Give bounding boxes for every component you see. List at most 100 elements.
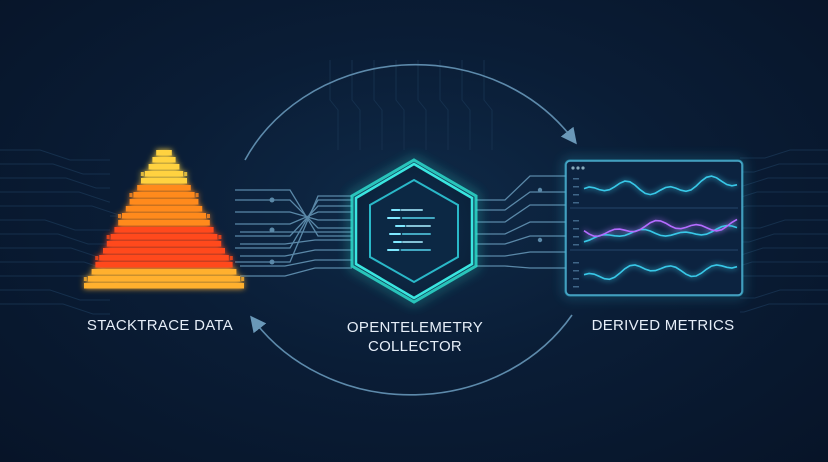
bg-trace [329, 60, 339, 150]
hexagon-inner [369, 178, 459, 284]
stacktrace-data-label: STACKTRACE DATA [86, 317, 234, 334]
dashboard-frame [565, 160, 743, 296]
flame-row [148, 164, 180, 170]
bg-trace [373, 60, 383, 150]
sparkline [583, 218, 738, 238]
connector-left [240, 249, 352, 257]
panel-axis-ticks [573, 178, 579, 288]
axis-tick [573, 220, 579, 222]
axis-tick [573, 228, 579, 230]
bg-trace [483, 60, 493, 150]
axis-tick [573, 262, 579, 264]
flame-row [91, 269, 237, 275]
code-lines [387, 209, 435, 251]
cycle-arrow-bottom [250, 314, 573, 396]
connector-right [476, 251, 566, 257]
bg-trace [0, 289, 110, 301]
axis-tick [573, 270, 579, 272]
window-dot-3 [581, 166, 585, 170]
flame-row [141, 178, 187, 184]
flame-step [118, 214, 121, 218]
flame-step [207, 214, 210, 218]
cycle-arrow-icon [244, 63, 577, 396]
flame-step [184, 172, 188, 176]
bg-trace [740, 303, 828, 313]
flame-step [241, 277, 245, 281]
connector-left [235, 199, 352, 229]
flame-step [106, 235, 110, 239]
bg-trace [417, 60, 427, 150]
bg-trace [740, 177, 828, 187]
bg-trace [0, 219, 110, 231]
flame-step [229, 256, 233, 260]
window-dot-2 [576, 166, 580, 170]
bg-trace [0, 233, 110, 245]
flame-row [106, 241, 222, 247]
flame-step [195, 193, 199, 197]
bg-trace [461, 60, 471, 150]
bg-trace [737, 247, 828, 257]
collector-label-line1: OPENTELEMETRY [346, 319, 484, 336]
flame-step [83, 277, 87, 281]
hexagon-outer-glow [350, 158, 478, 304]
derived-metrics-label: DERIVED METRICS [591, 317, 735, 334]
flame-row [110, 234, 218, 240]
bg-trace [740, 149, 828, 159]
flame-row [99, 255, 229, 261]
bg-trace [439, 60, 449, 150]
flame-row [125, 206, 203, 212]
metrics-dashboard-icon [564, 159, 744, 297]
flame-row [84, 283, 244, 289]
flame-row [156, 150, 172, 156]
connector-left [235, 199, 352, 249]
connector-left [235, 189, 352, 237]
hexagon-collector-icon [350, 158, 478, 304]
connector-right [476, 265, 566, 269]
sparkline [583, 175, 738, 196]
sparkline [583, 264, 738, 281]
axis-tick [573, 186, 579, 188]
connector-left [240, 259, 352, 267]
flame-row [103, 248, 225, 254]
axis-tick [573, 244, 579, 246]
bg-trace [0, 191, 110, 203]
window-dot-1 [571, 166, 575, 170]
flame-step [218, 235, 222, 239]
bg-trace [395, 60, 405, 150]
flame-row [133, 192, 195, 198]
connector-node [537, 237, 543, 243]
connector-node [269, 227, 275, 233]
bg-trace [731, 191, 828, 201]
bg-trace [0, 205, 123, 217]
flame-row [152, 157, 176, 163]
bg-trace [0, 303, 110, 315]
bg-trace [0, 163, 110, 175]
bg-trace [740, 289, 828, 299]
axis-tick [573, 202, 579, 204]
connector-right [476, 235, 566, 245]
cycle-arrow-top [244, 63, 577, 161]
flame-row [87, 276, 241, 282]
bg-trace [351, 60, 361, 150]
axis-tick [573, 286, 579, 288]
connector-node [537, 187, 543, 193]
bg-trace [740, 219, 828, 229]
flame-graph-icon [83, 150, 245, 289]
bg-trace [0, 177, 110, 189]
connector-left [240, 267, 352, 277]
connector-left [235, 205, 352, 237]
connector-left [235, 211, 352, 221]
axis-tick [573, 278, 579, 280]
flame-row [144, 171, 184, 177]
axis-tick [573, 236, 579, 238]
connector-right [476, 191, 566, 211]
collector-label-line2: COLLECTOR [367, 338, 463, 355]
flame-step [129, 193, 133, 197]
connector-node [269, 259, 275, 265]
flame-step [95, 256, 99, 260]
axis-tick [573, 194, 579, 196]
collector-label: OPENTELEMETRY COLLECTOR [320, 318, 510, 356]
flame-row [129, 199, 199, 205]
connector-right [476, 175, 566, 201]
